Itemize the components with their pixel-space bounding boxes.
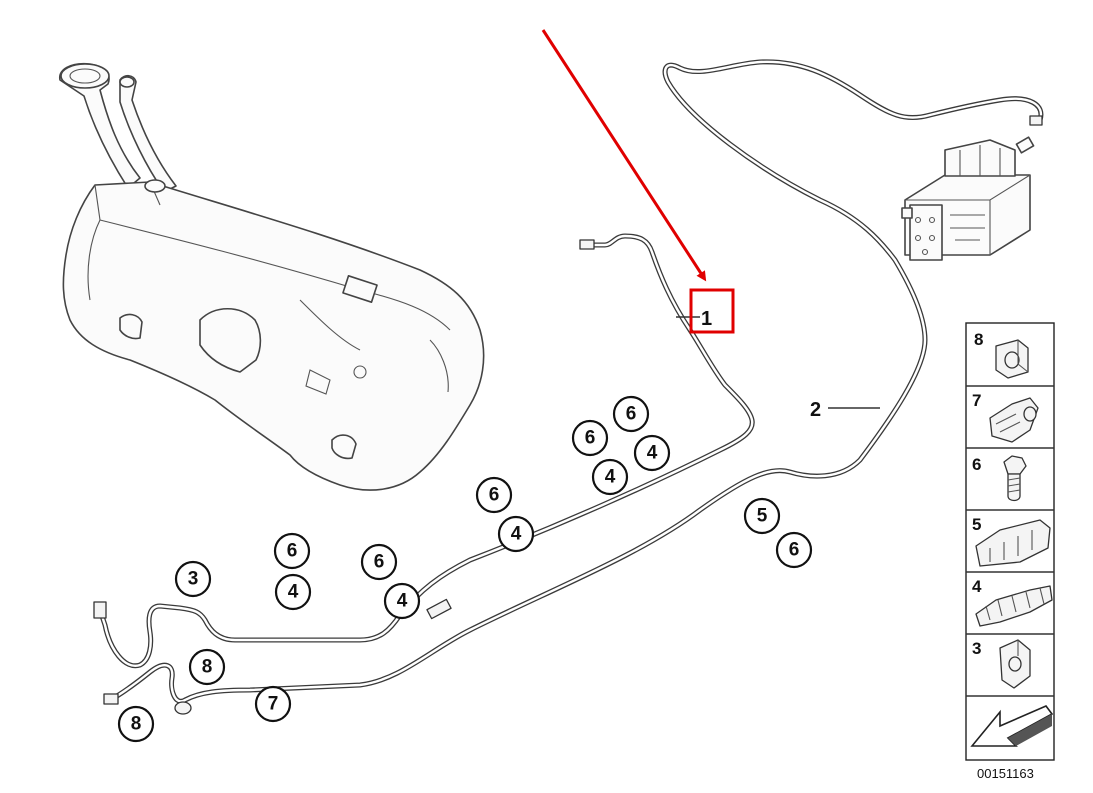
highlight-arrow xyxy=(541,29,707,282)
callout-number: 8 xyxy=(131,714,142,735)
callout-number: 4 xyxy=(605,467,616,488)
callout-4[interactable]: 4 xyxy=(633,434,671,472)
callout-6[interactable]: 6 xyxy=(775,531,813,569)
callout-6[interactable]: 6 xyxy=(571,419,609,457)
callout-7[interactable]: 7 xyxy=(254,685,292,723)
parts-legend: 8 7 6 5 xyxy=(965,322,1055,781)
legend-number: 8 xyxy=(974,330,983,349)
callout-number: 8 xyxy=(202,657,213,678)
legend-item-7[interactable]: 7 xyxy=(972,391,1039,443)
callout-number: 4 xyxy=(511,524,522,545)
callout-number: 6 xyxy=(585,428,596,449)
callout-6[interactable]: 6 xyxy=(360,543,398,581)
legend-number: 6 xyxy=(972,455,981,474)
legend-number: 7 xyxy=(972,391,981,410)
callout-4[interactable]: 4 xyxy=(383,582,421,620)
highlight-box xyxy=(689,288,735,334)
callout-number: 6 xyxy=(374,552,385,573)
callout-number: 6 xyxy=(489,485,500,506)
fuel-line-part-2 xyxy=(107,59,1044,704)
legend-item-6[interactable]: 6 xyxy=(972,455,1027,502)
bolt-icon xyxy=(1003,455,1027,502)
legend-item-3[interactable]: 3 xyxy=(972,639,1031,689)
part-label-2[interactable]: 2 xyxy=(810,399,880,421)
callout-4[interactable]: 4 xyxy=(274,573,312,611)
callout-number: 4 xyxy=(397,591,408,612)
clip-3-icon xyxy=(999,639,1031,689)
direction-arrow-icon xyxy=(970,705,1054,747)
callout-number: 6 xyxy=(626,404,637,425)
callout-3[interactable]: 3 xyxy=(174,560,212,598)
clip-5-icon xyxy=(975,519,1051,567)
legend-item-5[interactable]: 5 xyxy=(972,515,1051,567)
fuel-tank-illustration xyxy=(59,62,485,491)
callout-circles: 6 6 4 4 6 4 5 6 3 6 4 6 4 8 7 8 xyxy=(117,395,813,743)
part-label-1[interactable]: 1 xyxy=(676,288,735,334)
legend-number: 3 xyxy=(972,639,981,658)
clip-4-icon xyxy=(975,585,1053,627)
callout-number: 3 xyxy=(188,569,199,590)
callout-8[interactable]: 8 xyxy=(117,705,155,743)
callout-6[interactable]: 6 xyxy=(273,532,311,570)
document-number: 00151163 xyxy=(977,766,1034,781)
pipe-fittings xyxy=(93,115,1043,715)
legend-number: 4 xyxy=(972,577,982,596)
charcoal-canister-illustration xyxy=(901,136,1035,261)
callout-number: 5 xyxy=(757,506,768,527)
callout-8[interactable]: 8 xyxy=(188,648,226,686)
callout-number: 6 xyxy=(287,541,298,562)
callout-number: 4 xyxy=(288,582,299,603)
callout-5[interactable]: 5 xyxy=(743,497,781,535)
clip-8-icon xyxy=(995,339,1029,379)
clip-7-icon xyxy=(989,397,1039,443)
legend-item-8[interactable]: 8 xyxy=(974,330,1029,379)
callout-4[interactable]: 4 xyxy=(591,458,629,496)
callout-6[interactable]: 6 xyxy=(612,395,650,433)
legend-item-4[interactable]: 4 xyxy=(972,577,1053,627)
legend-number: 5 xyxy=(972,515,981,534)
callout-6[interactable]: 6 xyxy=(475,476,513,514)
part-label-2-number: 2 xyxy=(810,399,821,421)
part-label-1-number: 1 xyxy=(701,308,712,330)
callout-number: 7 xyxy=(268,694,279,715)
callout-4[interactable]: 4 xyxy=(497,515,535,553)
callout-number: 4 xyxy=(647,443,658,464)
callout-number: 6 xyxy=(789,540,800,561)
